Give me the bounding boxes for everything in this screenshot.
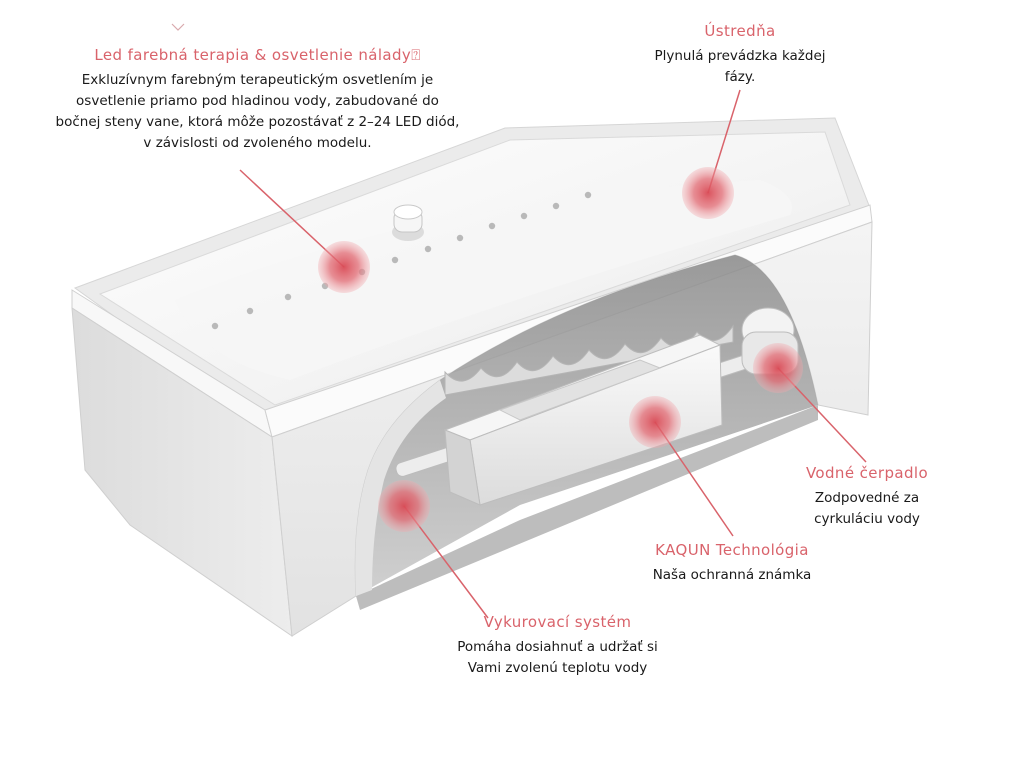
callout-kaqun-desc: Naša ochranná známka bbox=[652, 567, 812, 583]
tub-underside-scallops bbox=[444, 324, 734, 396]
callout-cerpadlo: Vodné čerpadlo Zodpovedné za cyrkuláciu … bbox=[782, 464, 952, 530]
callout-kurenie-title: Vykurovací systém bbox=[483, 613, 632, 631]
massage-jets bbox=[211, 191, 592, 330]
callout-ustredna: Ústredňa Plynulá prevádzka každej fázy. bbox=[640, 22, 840, 88]
tub-arch-wall bbox=[355, 380, 446, 596]
callout-ustredna-title: Ústredňa bbox=[704, 22, 776, 40]
tub-cavity-floor bbox=[356, 405, 818, 610]
hotspot-kaqun[interactable] bbox=[629, 396, 681, 448]
callout-kurenie: Vykurovací systém Pomáha dosiahnuť a udr… bbox=[445, 613, 670, 679]
hotspot-cerpadlo[interactable] bbox=[753, 343, 803, 393]
callout-cerpadlo-desc: Zodpovedné za cyrkuláciu vody bbox=[814, 490, 920, 527]
callout-kaqun: KAQUN Technológia Naša ochranná známka bbox=[632, 541, 832, 586]
control-unit bbox=[443, 334, 723, 506]
callout-led-desc: Exkluzívnym farebným terapeutickým osvet… bbox=[55, 72, 460, 151]
bathtub-illustration bbox=[71, 117, 873, 638]
callout-kaqun-title: KAQUN Technológia bbox=[655, 541, 809, 559]
hotspot-kurenie[interactable] bbox=[378, 480, 430, 532]
tub-basin-floor bbox=[175, 180, 792, 380]
chevron-down-icon bbox=[171, 23, 185, 31]
callout-kurenie-desc: Pomáha dosiahnuť a udržať si Vami zvolen… bbox=[457, 639, 658, 676]
hotspots bbox=[318, 167, 803, 532]
hotspot-led[interactable] bbox=[318, 241, 370, 293]
hotspot-ustredna[interactable] bbox=[682, 167, 734, 219]
tub-left-panel bbox=[71, 307, 293, 638]
overflow-knob bbox=[392, 204, 424, 241]
callout-led-title: Led farebná terapia & osvetlenie nálady⍰ bbox=[94, 46, 421, 64]
callout-led: Led farebná terapia & osvetlenie nálady⍰… bbox=[55, 46, 460, 154]
callout-ustredna-desc: Plynulá prevádzka každej fázy. bbox=[654, 48, 826, 85]
callout-cerpadlo-title: Vodné čerpadlo bbox=[805, 464, 929, 482]
